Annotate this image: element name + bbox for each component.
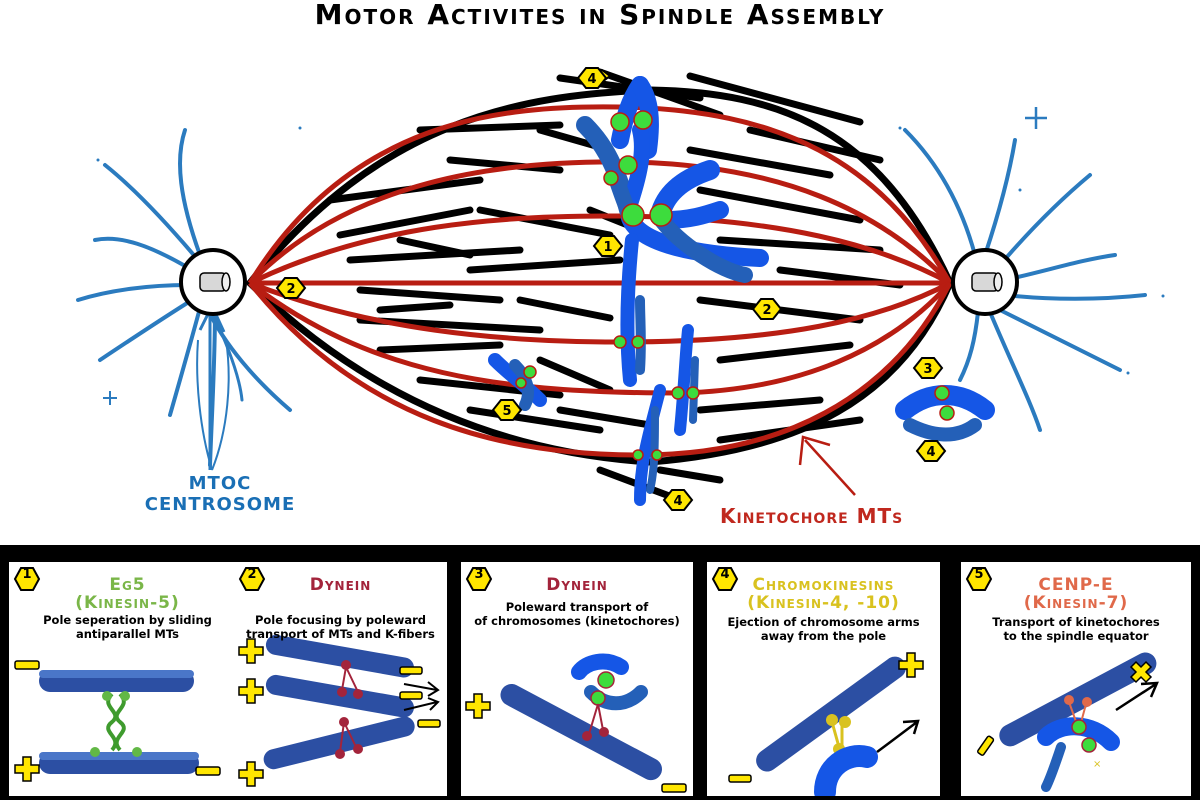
motor-panels: 1 Eg5 (Kinesin-5) Pole seperation by sli… [0, 545, 1200, 800]
panel-3-illustration [465, 567, 687, 793]
kinetochore-mt-label: Kinetochore MTs [720, 504, 904, 528]
panel-chromokinesins: 4 Chromokinesins (Kinesin-4, -10) Ejecti… [707, 562, 940, 796]
panel-description: transport of MTs and K-fibers [246, 627, 435, 641]
panel-5-illustration: × [965, 567, 1159, 792]
panel-number: 1 [22, 567, 32, 582]
kinetochores [515, 110, 955, 461]
panel-description: Transport of kinetochores [992, 615, 1160, 629]
panel-description: Pole seperation by sliding [43, 613, 212, 627]
astral-dots [96, 126, 1165, 375]
badge-label: 4 [926, 445, 935, 460]
panel-description: Ejection of chromosome arms [727, 615, 920, 629]
panel-number: 4 [720, 567, 730, 582]
mtoc-label: MTOC CENTROSOME [120, 473, 320, 515]
kinetochore-arrow [798, 435, 856, 496]
panel-2-illustration [238, 567, 441, 787]
svg-text:×: × [1093, 759, 1101, 770]
astral-microtubules-left [76, 128, 292, 467]
plus-sign-icon [103, 391, 117, 405]
badge-label: 3 [923, 362, 932, 377]
badge-label: 1 [603, 240, 612, 255]
spindle-diagram: 4 1 2 2 5 3 4 4 [76, 67, 1165, 511]
panel-subtitle: (Kinesin-7) [1023, 593, 1129, 613]
mtoc-label-line1: MTOC [188, 473, 252, 494]
badge-label: 5 [502, 404, 511, 419]
panel-title: Eg5 [109, 575, 146, 595]
panel-1-illustration [13, 567, 221, 782]
panel-title: Chromokinesins [752, 575, 895, 595]
centrosome-left [179, 248, 247, 316]
page-title: Motor Activites in Spindle Assembly [314, 0, 886, 31]
panel-cenp-e: × 5 CENP-E (Kinesin-7) Transport of kine… [961, 562, 1191, 796]
badge-hexagon [576, 67, 608, 89]
badge-label: 2 [286, 282, 295, 297]
panel-description: Poleward transport of [505, 600, 649, 614]
panel-subtitle: (Kinesin-4, -10) [747, 593, 900, 613]
panel-eg5: 1 Eg5 (Kinesin-5) Pole seperation by sli… [9, 562, 246, 796]
panel-4-illustration [711, 567, 924, 796]
centrosome-right [951, 248, 1019, 316]
panel-number: 5 [974, 567, 984, 582]
panel-description: Pole focusing by poleward [254, 613, 427, 627]
mtoc-label-line2: CENTROSOME [144, 494, 296, 515]
badge-label: 4 [673, 494, 682, 509]
panel-description: away from the pole [760, 629, 887, 643]
panel-number: 2 [247, 567, 257, 582]
panel-description: to the spindle equator [1003, 629, 1149, 643]
panel-description: of chromosomes (kinetochores) [474, 614, 680, 628]
panel-dynein-chromosome-transport: 3 Dynein Poleward transport of of chromo… [461, 562, 693, 796]
plus-sign-icon [1025, 107, 1047, 129]
badge-label: 4 [587, 72, 596, 87]
panel-dynein-pole-focusing: 2 Dynein Pole focusing by poleward trans… [234, 562, 447, 796]
badge-label: 2 [762, 303, 771, 318]
panel-number: 3 [474, 567, 484, 582]
astral-microtubules-right [903, 128, 1147, 432]
panel-title: Dynein [309, 575, 372, 595]
badge-hexagons [275, 69, 947, 511]
panel-subtitle: (Kinesin-5) [75, 593, 180, 613]
panel-title: CENP-E [1038, 575, 1114, 595]
panel-description: antiparallel MTs [75, 627, 180, 641]
panel-title: Dynein [546, 575, 608, 595]
